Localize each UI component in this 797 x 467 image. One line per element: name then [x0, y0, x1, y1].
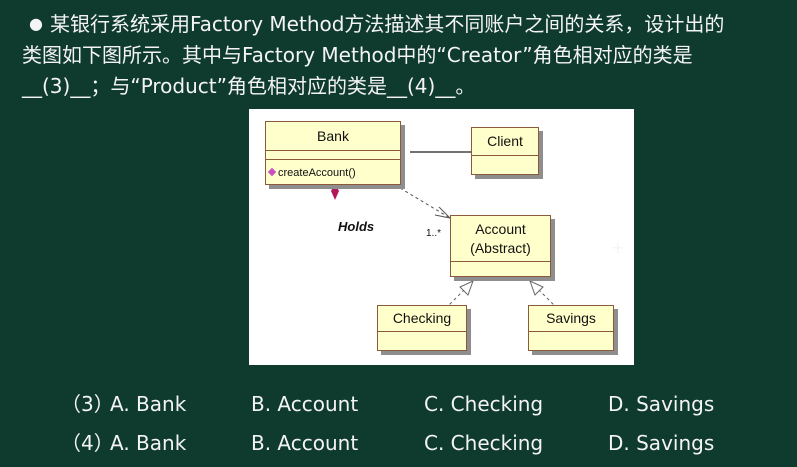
- class-account: Account (Abstract): [450, 215, 551, 277]
- savings-inheritance-arrow: [529, 280, 544, 296]
- question-3-option-c[interactable]: C. Checking: [424, 392, 544, 416]
- multiplicity-label: 1..*: [426, 228, 442, 239]
- class-checking: Checking: [377, 305, 467, 351]
- class-bank-operations: createAccount(): [266, 160, 400, 185]
- question-3-number: （3）: [61, 392, 114, 416]
- class-savings-name: Savings: [529, 306, 613, 332]
- question-4-option-d[interactable]: D. Savings: [608, 431, 715, 455]
- class-checking-name: Checking: [378, 306, 466, 332]
- class-account-name-line-2: (Abstract): [470, 240, 531, 256]
- holds-label: Holds: [338, 219, 375, 234]
- question-4-number: （4）: [61, 431, 114, 455]
- class-savings: Savings: [528, 305, 614, 351]
- question-text: ● 某银行系统采用Factory Method方法描述其不同账户之间的关系，设计出…: [22, 8, 782, 102]
- class-client-name: Client: [472, 128, 538, 156]
- diagram-connectors: [331, 151, 555, 306]
- create-dependency-arrowhead: [434, 206, 452, 219]
- class-account-name: Account (Abstract): [451, 216, 550, 262]
- class-bank-attributes: [266, 151, 400, 160]
- question-4-option-a[interactable]: A. Bank: [110, 431, 187, 455]
- question-line-1: ● 某银行系统采用Factory Method方法描述其不同账户之间的关系，设计出…: [22, 8, 782, 40]
- uml-class-diagram: Bank createAccount() Client Account (Abs…: [249, 109, 634, 365]
- question-line-3: __(3)__；与“Product”角色相对应的类是__(4)__。: [22, 74, 476, 98]
- class-client: Client: [471, 127, 539, 175]
- class-account-name-line-1: Account: [475, 221, 526, 237]
- question-line-2: 类图如下图所示。其中与Factory Method中的“Creator”角色相对…: [22, 43, 693, 67]
- bullet-icon: ●: [29, 14, 43, 33]
- class-bank: Bank createAccount(): [265, 121, 401, 185]
- aggregation-diamond: [331, 183, 339, 200]
- operation-visibility-icon: [267, 167, 277, 177]
- question-3-option-b[interactable]: B. Account: [251, 392, 359, 416]
- question-3-option-d[interactable]: D. Savings: [608, 392, 715, 416]
- question-3-option-a[interactable]: A. Bank: [110, 392, 187, 416]
- crosshair-cursor-icon: +: [611, 238, 625, 257]
- question-line-1-text: 某银行系统采用Factory Method方法描述其不同账户之间的关系，设计出的: [50, 12, 725, 36]
- class-bank-name: Bank: [266, 122, 400, 151]
- question-4-option-b[interactable]: B. Account: [251, 431, 359, 455]
- question-4-option-c[interactable]: C. Checking: [424, 431, 544, 455]
- class-bank-operation: createAccount(): [278, 167, 356, 179]
- checking-inheritance-arrow: [459, 280, 474, 296]
- create-dependency-line: [394, 184, 451, 219]
